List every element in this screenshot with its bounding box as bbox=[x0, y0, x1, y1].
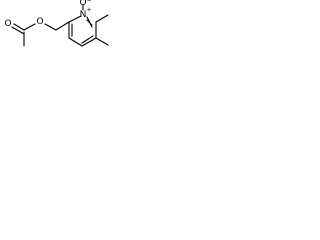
bond-c3-methyl bbox=[95, 37, 109, 46]
double-bond-c4-c3-inner bbox=[81, 35, 94, 44]
ring-nitrogen-charge: + bbox=[86, 7, 91, 14]
n-oxide-oxygen-label: O bbox=[79, 0, 86, 8]
acetoxymethyl-chain: O O bbox=[4, 17, 70, 47]
bond-n1-c6 bbox=[68, 15, 82, 23]
bond-c2-methyl bbox=[95, 14, 109, 23]
n-oxide-charge: − bbox=[86, 0, 91, 5]
bond-c5-c4 bbox=[68, 37, 83, 47]
bond-carbonyl-c-o-1 bbox=[13, 23, 25, 31]
bond-carbonyl-c-o-2 bbox=[11, 26, 25, 35]
pyridine-ring bbox=[68, 15, 97, 47]
bond-c5-ch2 bbox=[55, 21, 70, 31]
n-oxide-group: N + O − bbox=[79, 0, 91, 20]
bond-o-carbonyl-c bbox=[23, 23, 36, 31]
chemical-structure: N + O − O O bbox=[4, 0, 109, 47]
ester-oxygen-label: O bbox=[36, 17, 43, 27]
double-bond-c2-n1-inner bbox=[86, 19, 93, 26]
carbonyl-oxygen-label: O bbox=[4, 19, 11, 29]
bond-c4-c3 bbox=[81, 37, 97, 47]
bond-ch2-o bbox=[44, 23, 57, 31]
methyl-groups bbox=[95, 14, 109, 46]
ring-nitrogen-label: N bbox=[80, 10, 87, 20]
